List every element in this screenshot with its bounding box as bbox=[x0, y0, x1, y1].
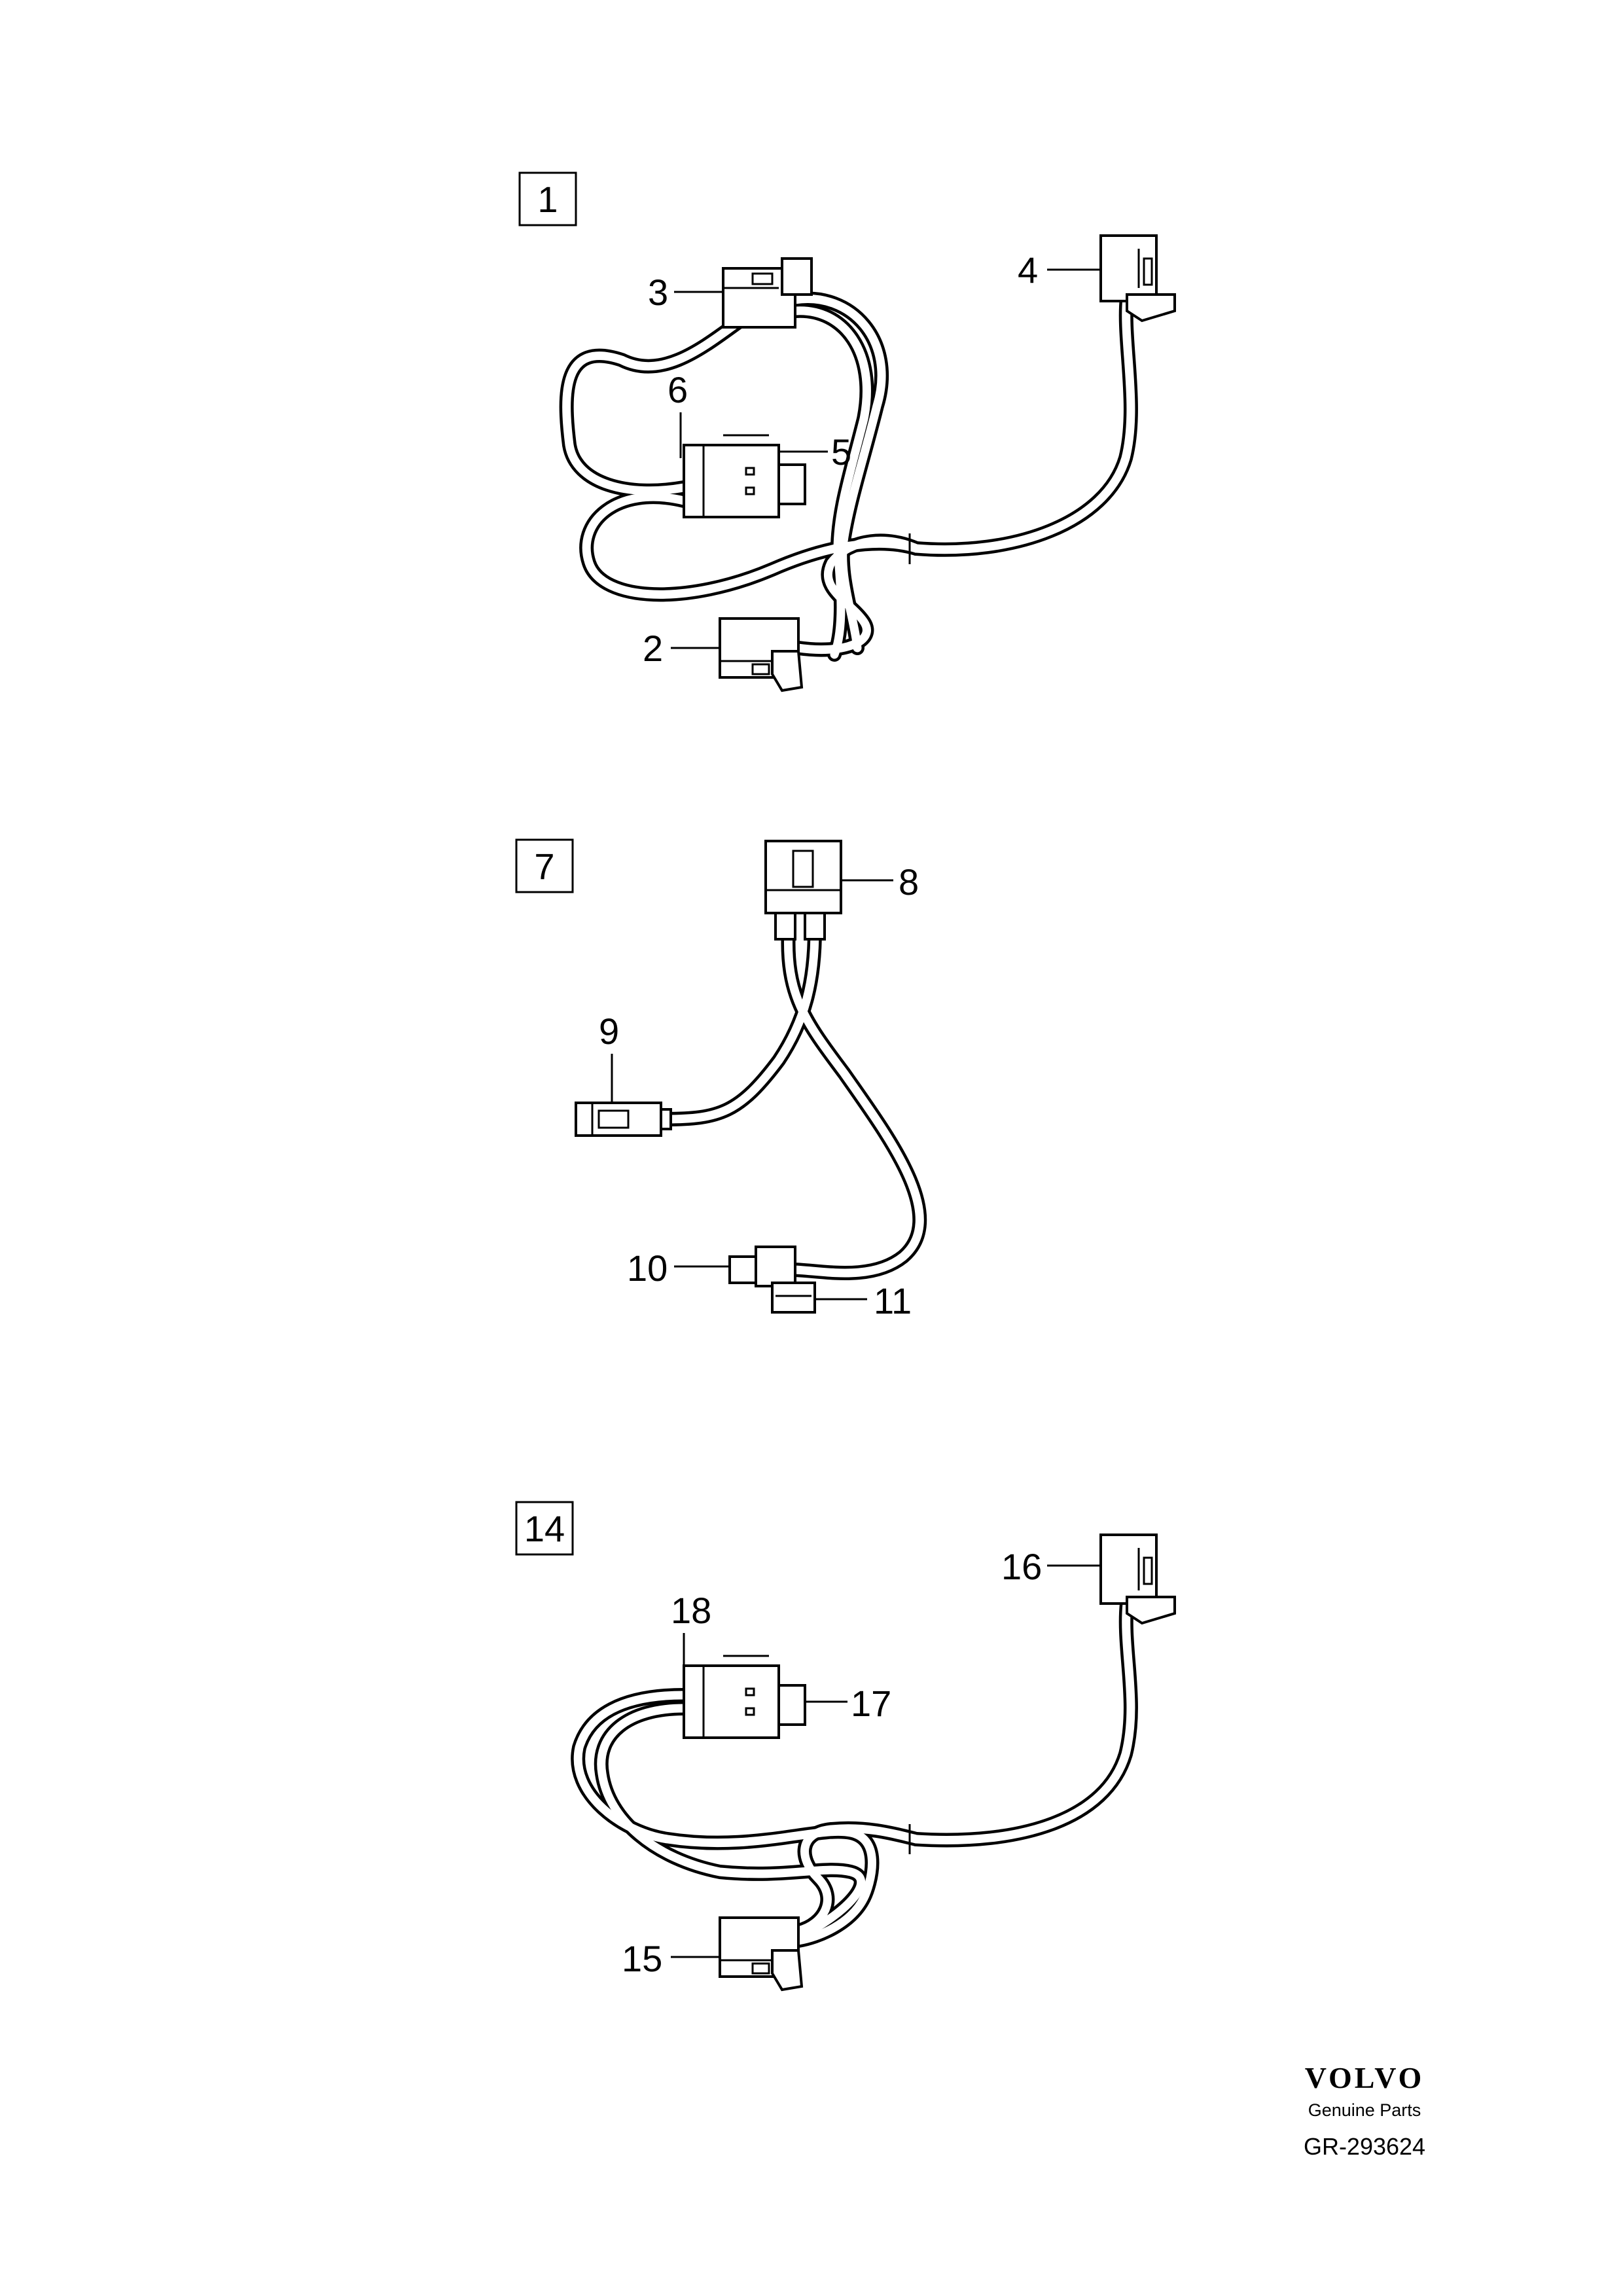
callout-2: 2 bbox=[643, 628, 663, 669]
callout-18: 18 bbox=[671, 1590, 711, 1631]
group-7: 7 bbox=[515, 838, 927, 1321]
callout-15: 15 bbox=[622, 1938, 662, 1979]
connector-5-6 bbox=[683, 434, 806, 518]
group-7-harness bbox=[657, 922, 927, 1280]
connector-9 bbox=[575, 1102, 672, 1137]
group-7-number: 7 bbox=[534, 846, 554, 887]
callout-6: 6 bbox=[668, 369, 688, 410]
connector-10-11 bbox=[728, 1246, 816, 1314]
callout-11: 11 bbox=[874, 1280, 912, 1321]
callout-5: 5 bbox=[831, 431, 851, 473]
connector-16 bbox=[1099, 1534, 1176, 1625]
connector-15 bbox=[719, 1916, 804, 1992]
callout-8: 8 bbox=[899, 861, 919, 903]
callout-16: 16 bbox=[1001, 1546, 1042, 1587]
callout-3: 3 bbox=[648, 272, 668, 313]
group-1-number: 1 bbox=[537, 179, 558, 220]
group-14: 14 bbox=[515, 1501, 1176, 1992]
group-14-number: 14 bbox=[524, 1508, 565, 1549]
connector-3 bbox=[722, 257, 813, 329]
group-14-number-box bbox=[515, 1501, 574, 1556]
callout-9: 9 bbox=[599, 1011, 619, 1052]
group-7-number-box bbox=[515, 838, 574, 893]
connector-8 bbox=[764, 840, 842, 941]
group-1: 1 bbox=[518, 171, 1176, 692]
callout-4: 4 bbox=[1018, 249, 1038, 291]
group-1-harness bbox=[559, 290, 1138, 662]
footer: VOLVO Genuine Parts GR-293624 bbox=[1304, 2061, 1425, 2160]
group-1-number-box bbox=[518, 171, 577, 226]
callout-17: 17 bbox=[851, 1683, 891, 1724]
connector-4 bbox=[1099, 234, 1176, 323]
drawing-reference: GR-293624 bbox=[1304, 2133, 1425, 2160]
brand-tagline: Genuine Parts bbox=[1308, 2100, 1421, 2120]
group-14-harness bbox=[571, 1596, 1138, 1948]
brand-logo: VOLVO bbox=[1305, 2061, 1425, 2094]
callout-10: 10 bbox=[627, 1247, 668, 1289]
connector-2 bbox=[719, 617, 804, 692]
connector-17-18 bbox=[683, 1655, 806, 1739]
